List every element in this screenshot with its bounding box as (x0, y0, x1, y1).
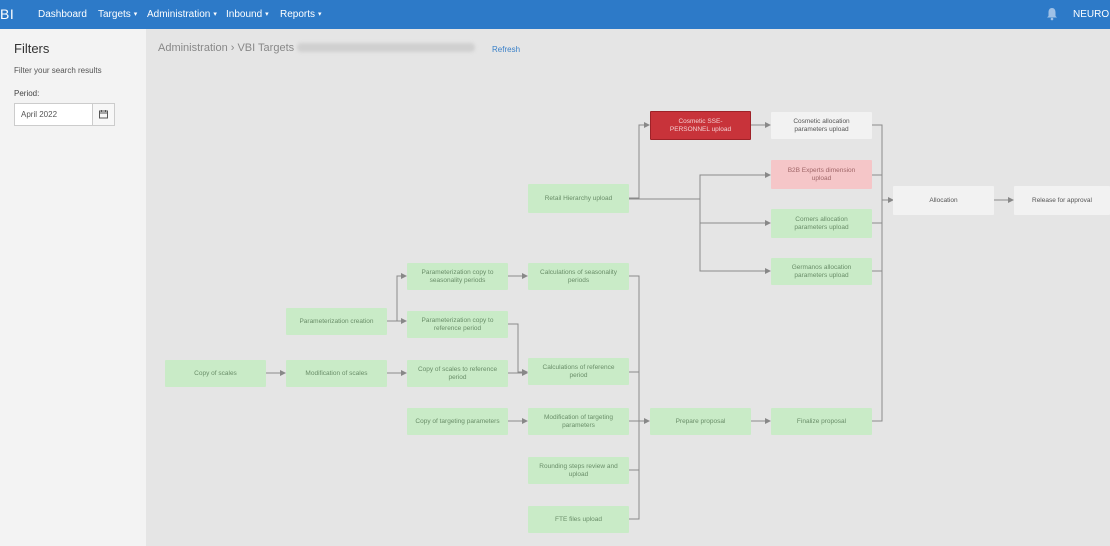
flow-step-param-copy-reference[interactable]: Parameterization copy to reference perio… (407, 311, 508, 338)
nav-inbound[interactable]: Inbound▾ (226, 9, 269, 20)
redacted-text (297, 43, 476, 52)
nav-targets[interactable]: Targets▾ (98, 9, 137, 20)
nav-reports[interactable]: Reports▾ (280, 9, 322, 20)
nav-targets-label: Targets (98, 9, 131, 20)
flow-step-prepare-proposal[interactable]: Prepare proposal (650, 408, 751, 435)
flow-step-finalize-proposal[interactable]: Finalize proposal (771, 408, 872, 435)
nav-administration-label: Administration (147, 9, 211, 20)
flow-step-calc-seasonality[interactable]: Calculations of seasonality periods (528, 263, 629, 290)
filters-subtitle: Filter your search results (14, 66, 102, 75)
flow-step-mod-targeting[interactable]: Modification of targeting parameters (528, 408, 629, 435)
calendar-button[interactable] (92, 103, 115, 126)
flow-step-param-copy-seasonality[interactable]: Parameterization copy to seasonality per… (407, 263, 508, 290)
chevron-down-icon: ▾ (318, 11, 322, 18)
brand-logo[interactable]: BI (0, 6, 15, 22)
flow-step-modification-of-scales[interactable]: Modification of scales (286, 360, 387, 387)
filters-title: Filters (14, 41, 50, 56)
flow-step-b2b-experts[interactable]: B2B Experts dimension upload (771, 160, 872, 189)
flow-step-allocation[interactable]: Allocation (893, 186, 994, 215)
flow-step-corners-alloc[interactable]: Corners allocation parameters upload (771, 209, 872, 238)
nav-dashboard[interactable]: Dashboard (38, 9, 87, 20)
flow-step-copy-targeting[interactable]: Copy of targeting parameters (407, 408, 508, 435)
chevron-down-icon: ▾ (265, 11, 269, 18)
chevron-down-icon: ▾ (213, 11, 217, 18)
flow-step-retail-hierarchy[interactable]: Retail Hierarchy upload (528, 184, 629, 213)
flow-step-fte-files[interactable]: FTE files upload (528, 506, 629, 533)
flow-step-release[interactable]: Release for approval (1014, 186, 1110, 215)
flow-step-parameterization-creation[interactable]: Parameterization creation (286, 308, 387, 335)
flow-step-cosmetic-upload[interactable]: Cosmetic SSE-PERSONNEL upload (650, 111, 751, 140)
user-menu[interactable]: NEUROIST (1073, 9, 1110, 20)
flow-step-germanos-alloc[interactable]: Germanos allocation parameters upload (771, 258, 872, 285)
flow-step-copy-of-scales[interactable]: Copy of scales (165, 360, 266, 387)
flow-step-rounding-steps[interactable]: Rounding steps review and upload (528, 457, 629, 484)
calendar-icon (99, 110, 108, 119)
flow-step-cosmetic-alloc[interactable]: Cosmetic allocation parameters upload (771, 112, 872, 139)
refresh-link[interactable]: Refresh (492, 45, 521, 54)
nav-inbound-label: Inbound (226, 9, 263, 20)
top-navbar: BI Dashboard Targets▾ Administration▾ In… (0, 0, 1110, 29)
period-label: Period: (14, 89, 40, 98)
breadcrumb: Administration › VBI Targets (158, 42, 476, 54)
period-input[interactable]: April 2022 (14, 103, 92, 126)
chevron-down-icon: ▾ (133, 11, 138, 18)
bell-icon[interactable] (1046, 7, 1058, 21)
nav-administration[interactable]: Administration▾ (147, 9, 217, 20)
filters-sidebar: Filters Filter your search results Perio… (0, 29, 146, 546)
nav-reports-label: Reports (280, 9, 316, 20)
nav-dashboard-label: Dashboard (38, 9, 87, 20)
flow-step-calc-reference[interactable]: Calculations of reference period (528, 358, 629, 385)
flow-step-copy-scales-reference[interactable]: Copy of scales to reference period (407, 360, 508, 387)
breadcrumb-text: Administration › VBI Targets (158, 42, 295, 54)
